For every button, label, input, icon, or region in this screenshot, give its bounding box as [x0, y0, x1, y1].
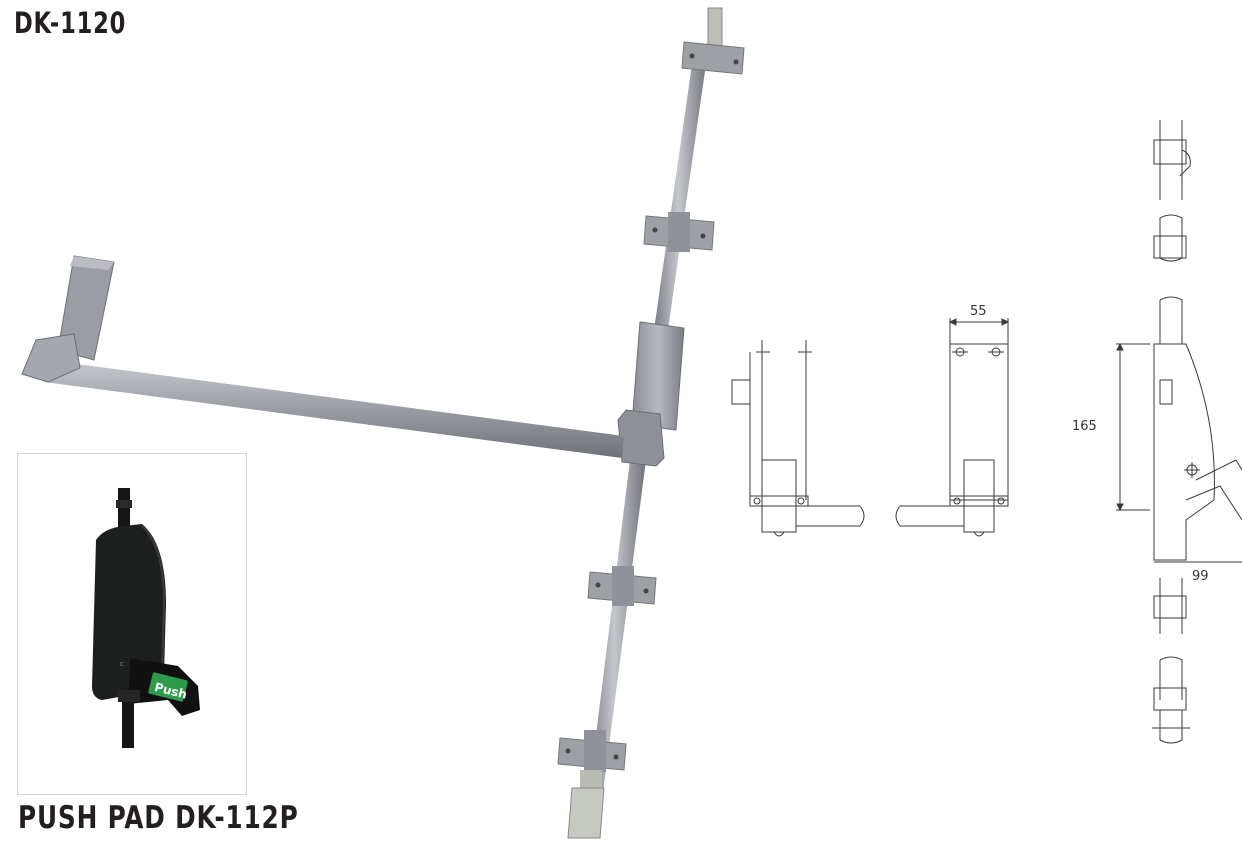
- push-pad-inset: c Push: [17, 453, 247, 795]
- push-pad-caption: PUSH PAD DK-112P: [18, 800, 299, 836]
- side-view-drawing: [895, 318, 1010, 537]
- dimension-depth-label: 99: [1192, 569, 1209, 584]
- svg-text:c: c: [120, 660, 124, 668]
- upper-rod: [643, 7, 745, 330]
- profile-view-drawing: [1116, 120, 1242, 744]
- dimension-width-label: 55: [970, 304, 987, 319]
- left-end-case: [21, 255, 115, 383]
- lower-rod: [557, 460, 657, 839]
- front-view-drawing: [731, 340, 865, 537]
- center-case: [617, 321, 685, 467]
- push-pad-image: c Push: [92, 488, 200, 748]
- product-title: DK-1120: [14, 6, 127, 40]
- horizontal-bar: [44, 360, 624, 458]
- dimension-height-label: 165: [1072, 419, 1097, 434]
